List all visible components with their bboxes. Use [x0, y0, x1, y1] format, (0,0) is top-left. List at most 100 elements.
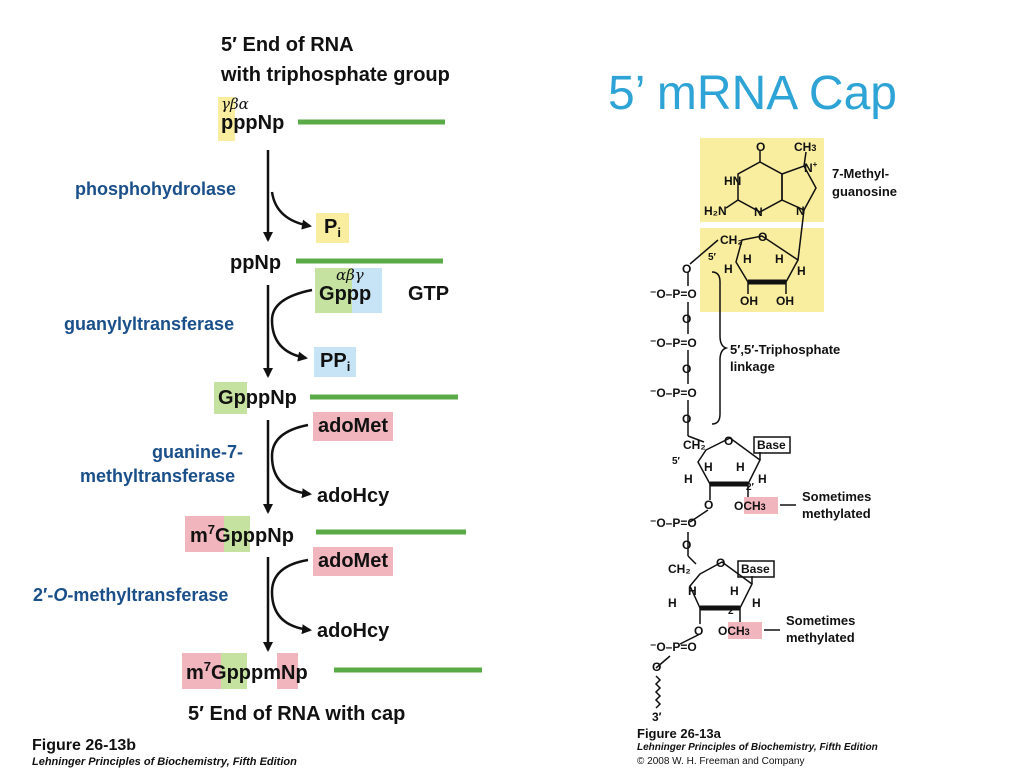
atom-o-link1: O — [682, 262, 692, 276]
c5-o-bond — [689, 239, 719, 265]
e4-suffix: -methyltransferase — [67, 585, 229, 605]
ch3-main: CH — [794, 140, 812, 154]
base-box-2 — [737, 560, 775, 578]
product-pi: Pi — [316, 213, 349, 243]
atom-o-link5: O — [682, 538, 692, 552]
atom-h1c: H — [775, 252, 784, 266]
s4-m: m — [190, 525, 208, 547]
triphosphate-brace — [711, 271, 729, 425]
atom-h2a: H — [684, 472, 693, 486]
och3-1-sub: 3 — [760, 502, 766, 512]
bonds — [654, 150, 817, 709]
phosphate-2: ⁻O–P=O — [650, 336, 697, 350]
atom-o3-2: O — [704, 498, 714, 512]
highlight-g3 — [214, 382, 247, 414]
atom-n-plus: N+ — [804, 160, 818, 175]
o-p4 — [689, 509, 709, 523]
atom-o-ring3: O — [716, 556, 726, 570]
gtp-formula: Gppp — [319, 283, 371, 306]
product-ppi: PPi — [314, 347, 357, 377]
ch3-sub: 3 — [811, 143, 817, 153]
greek-labels-top: γβα — [221, 95, 249, 113]
gtp-g: G — [319, 283, 335, 305]
atom-ch3: CH3 — [794, 140, 816, 154]
atom-h2b: H — [704, 460, 713, 474]
och3-1-main: OCH — [734, 499, 761, 513]
atom-ch2-3: CH₂ — [668, 562, 691, 576]
atom-h1b: H — [743, 252, 752, 266]
och3-2-sub: 3 — [744, 627, 750, 637]
figure-label-b: Figure 26-13b — [32, 737, 137, 754]
triphosphate-line1: 5′,5′-Triphosphate — [730, 342, 841, 357]
adomet-2: adoMet — [313, 547, 393, 576]
atom-h1d: H — [797, 264, 806, 278]
atom-h2d: H — [758, 472, 767, 486]
arrow-pi — [270, 191, 312, 230]
highlight-g-final — [221, 653, 247, 689]
cap-structure — [654, 138, 824, 709]
s5-m: m — [186, 662, 204, 684]
header-line2: with triphosphate group — [221, 64, 450, 86]
och3-2: OCH3 — [718, 624, 750, 638]
substrate-pppNp: pppNp — [221, 112, 284, 135]
atom-o-ring1: O — [758, 230, 768, 244]
sometimes-methylated-2a: Sometimes — [786, 613, 856, 628]
atom-h2n: H₂N — [704, 204, 727, 218]
adohcy-2: adoHcy — [317, 620, 390, 642]
atom-oh1: OH — [740, 294, 758, 308]
p5-o — [655, 655, 671, 669]
ppi-sub: i — [346, 359, 351, 374]
methyl-bond — [803, 151, 807, 167]
product-m7GpppmNp: m7GpppmNp — [186, 659, 308, 685]
phosphate-3: ⁻O–P=O — [650, 386, 697, 400]
header-line1: 5′ End of RNA — [221, 34, 354, 56]
s5-ppp: ppp — [226, 662, 264, 684]
s3-rest: pppNp — [233, 387, 297, 409]
atom-ch2-1: CH₂ — [720, 233, 743, 247]
chain-continues — [654, 675, 662, 709]
label-2prime-2: 2′ — [728, 606, 736, 617]
reaction-arrows — [263, 150, 313, 652]
atom-o-link3: O — [682, 362, 692, 376]
atom-ch2-2: CH₂ — [683, 438, 706, 452]
methylguanosine-line1: 7-Methyl- — [832, 166, 890, 181]
gtp-label: GTP — [408, 283, 450, 305]
enzyme-2-o-methyltransferase: 2′-O-methyltransferase — [33, 585, 228, 606]
label-5prime-2: 5′ — [672, 456, 680, 467]
och3-2-main: OCH — [718, 624, 745, 638]
e4-italic: O — [53, 585, 68, 605]
glycosidic-bond — [797, 209, 805, 261]
highlight-gamma — [218, 97, 235, 141]
methylguanosine-line2: guanosine — [832, 184, 898, 199]
highlight-g4 — [224, 516, 250, 552]
rna-lines — [296, 119, 482, 673]
highlight-guanosine — [315, 268, 352, 313]
purine-five-ring — [781, 165, 817, 211]
phosphate-4: ⁻O–P=O — [650, 516, 697, 530]
substrate-GpppNp: GpppNp — [218, 387, 297, 410]
figure-source-b: Lehninger Principles of Biochemistry, Fi… — [32, 756, 297, 768]
atom-n9: N — [796, 204, 805, 218]
atom-h3c: H — [730, 584, 739, 598]
adomet-1: adoMet — [313, 412, 393, 441]
label-2prime-1: 2′ — [746, 482, 754, 493]
figure-label-a: Figure 26-13a — [637, 726, 721, 741]
s4-sup: 7 — [207, 522, 216, 537]
och3-1: OCH3 — [734, 499, 766, 513]
substrate-ppNp: ppNp — [230, 252, 282, 274]
e4-prefix: 2′- — [33, 585, 54, 605]
s4-g: G — [215, 525, 231, 547]
enzyme-phosphohydrolase: phosphohydrolase — [75, 179, 237, 199]
phosphate-1: ⁻O–P=O — [650, 287, 697, 301]
label-5prime-1: 5′ — [708, 252, 716, 263]
adohcy-1: adoHcy — [317, 485, 390, 507]
gtp-ppp: ppp — [334, 283, 372, 305]
greek-labels-gtp: αβγ — [336, 266, 364, 284]
o-ch2-2 — [687, 555, 697, 565]
base-box-1 — [753, 436, 791, 454]
atom-o-link4: O — [682, 412, 692, 426]
ppp-label: ppp — [221, 112, 258, 134]
atom-o3-3: O — [694, 624, 704, 638]
base-label-1: Base — [757, 438, 786, 452]
